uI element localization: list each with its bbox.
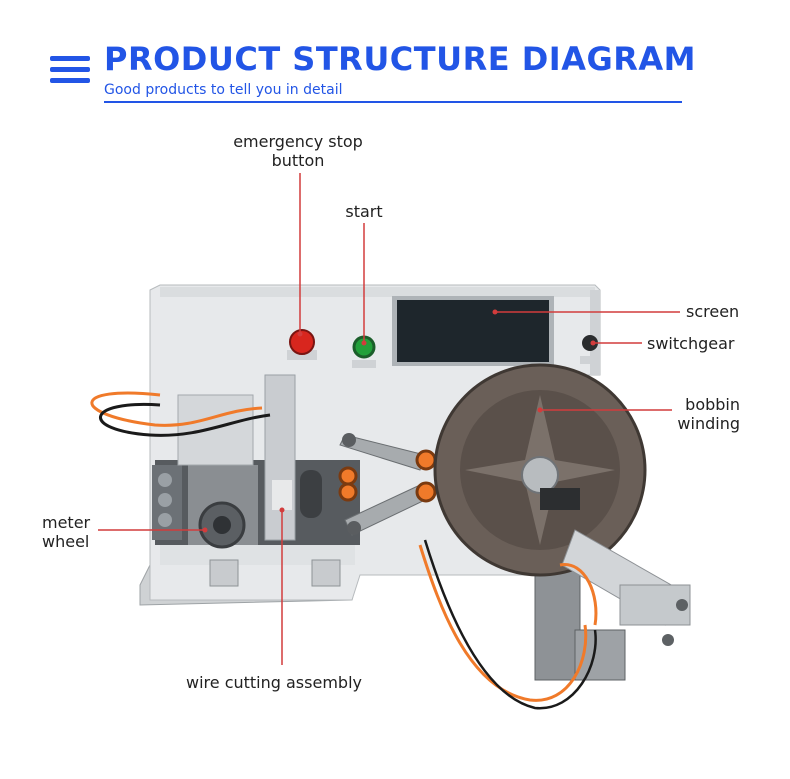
label-screen: screen bbox=[686, 302, 740, 321]
label-bobbin-line2: winding bbox=[677, 414, 740, 433]
label-wire-cutting-assembly: wire cutting assembly bbox=[186, 673, 362, 692]
label-emergency-stop-button: emergency stop button bbox=[228, 132, 368, 170]
page-subtitle: Good products to tell you in detail bbox=[104, 82, 343, 98]
label-emergency-stop-line2: button bbox=[271, 151, 325, 170]
label-meter-wheel: meter wheel bbox=[42, 513, 90, 551]
page-title: PRODUCT STRUCTURE DIAGRAM bbox=[104, 40, 696, 78]
label-switchgear: switchgear bbox=[647, 334, 735, 353]
label-bobbin-line1: bobbin bbox=[685, 395, 740, 414]
label-meter-line2: wheel bbox=[42, 532, 90, 551]
menu-icon bbox=[50, 52, 90, 88]
label-emergency-stop-line1: emergency stop bbox=[233, 132, 363, 151]
header-divider bbox=[104, 101, 682, 103]
label-start: start bbox=[345, 202, 383, 221]
label-bobbin-winding: bobbin winding bbox=[668, 395, 740, 433]
label-meter-line1: meter bbox=[42, 513, 91, 532]
